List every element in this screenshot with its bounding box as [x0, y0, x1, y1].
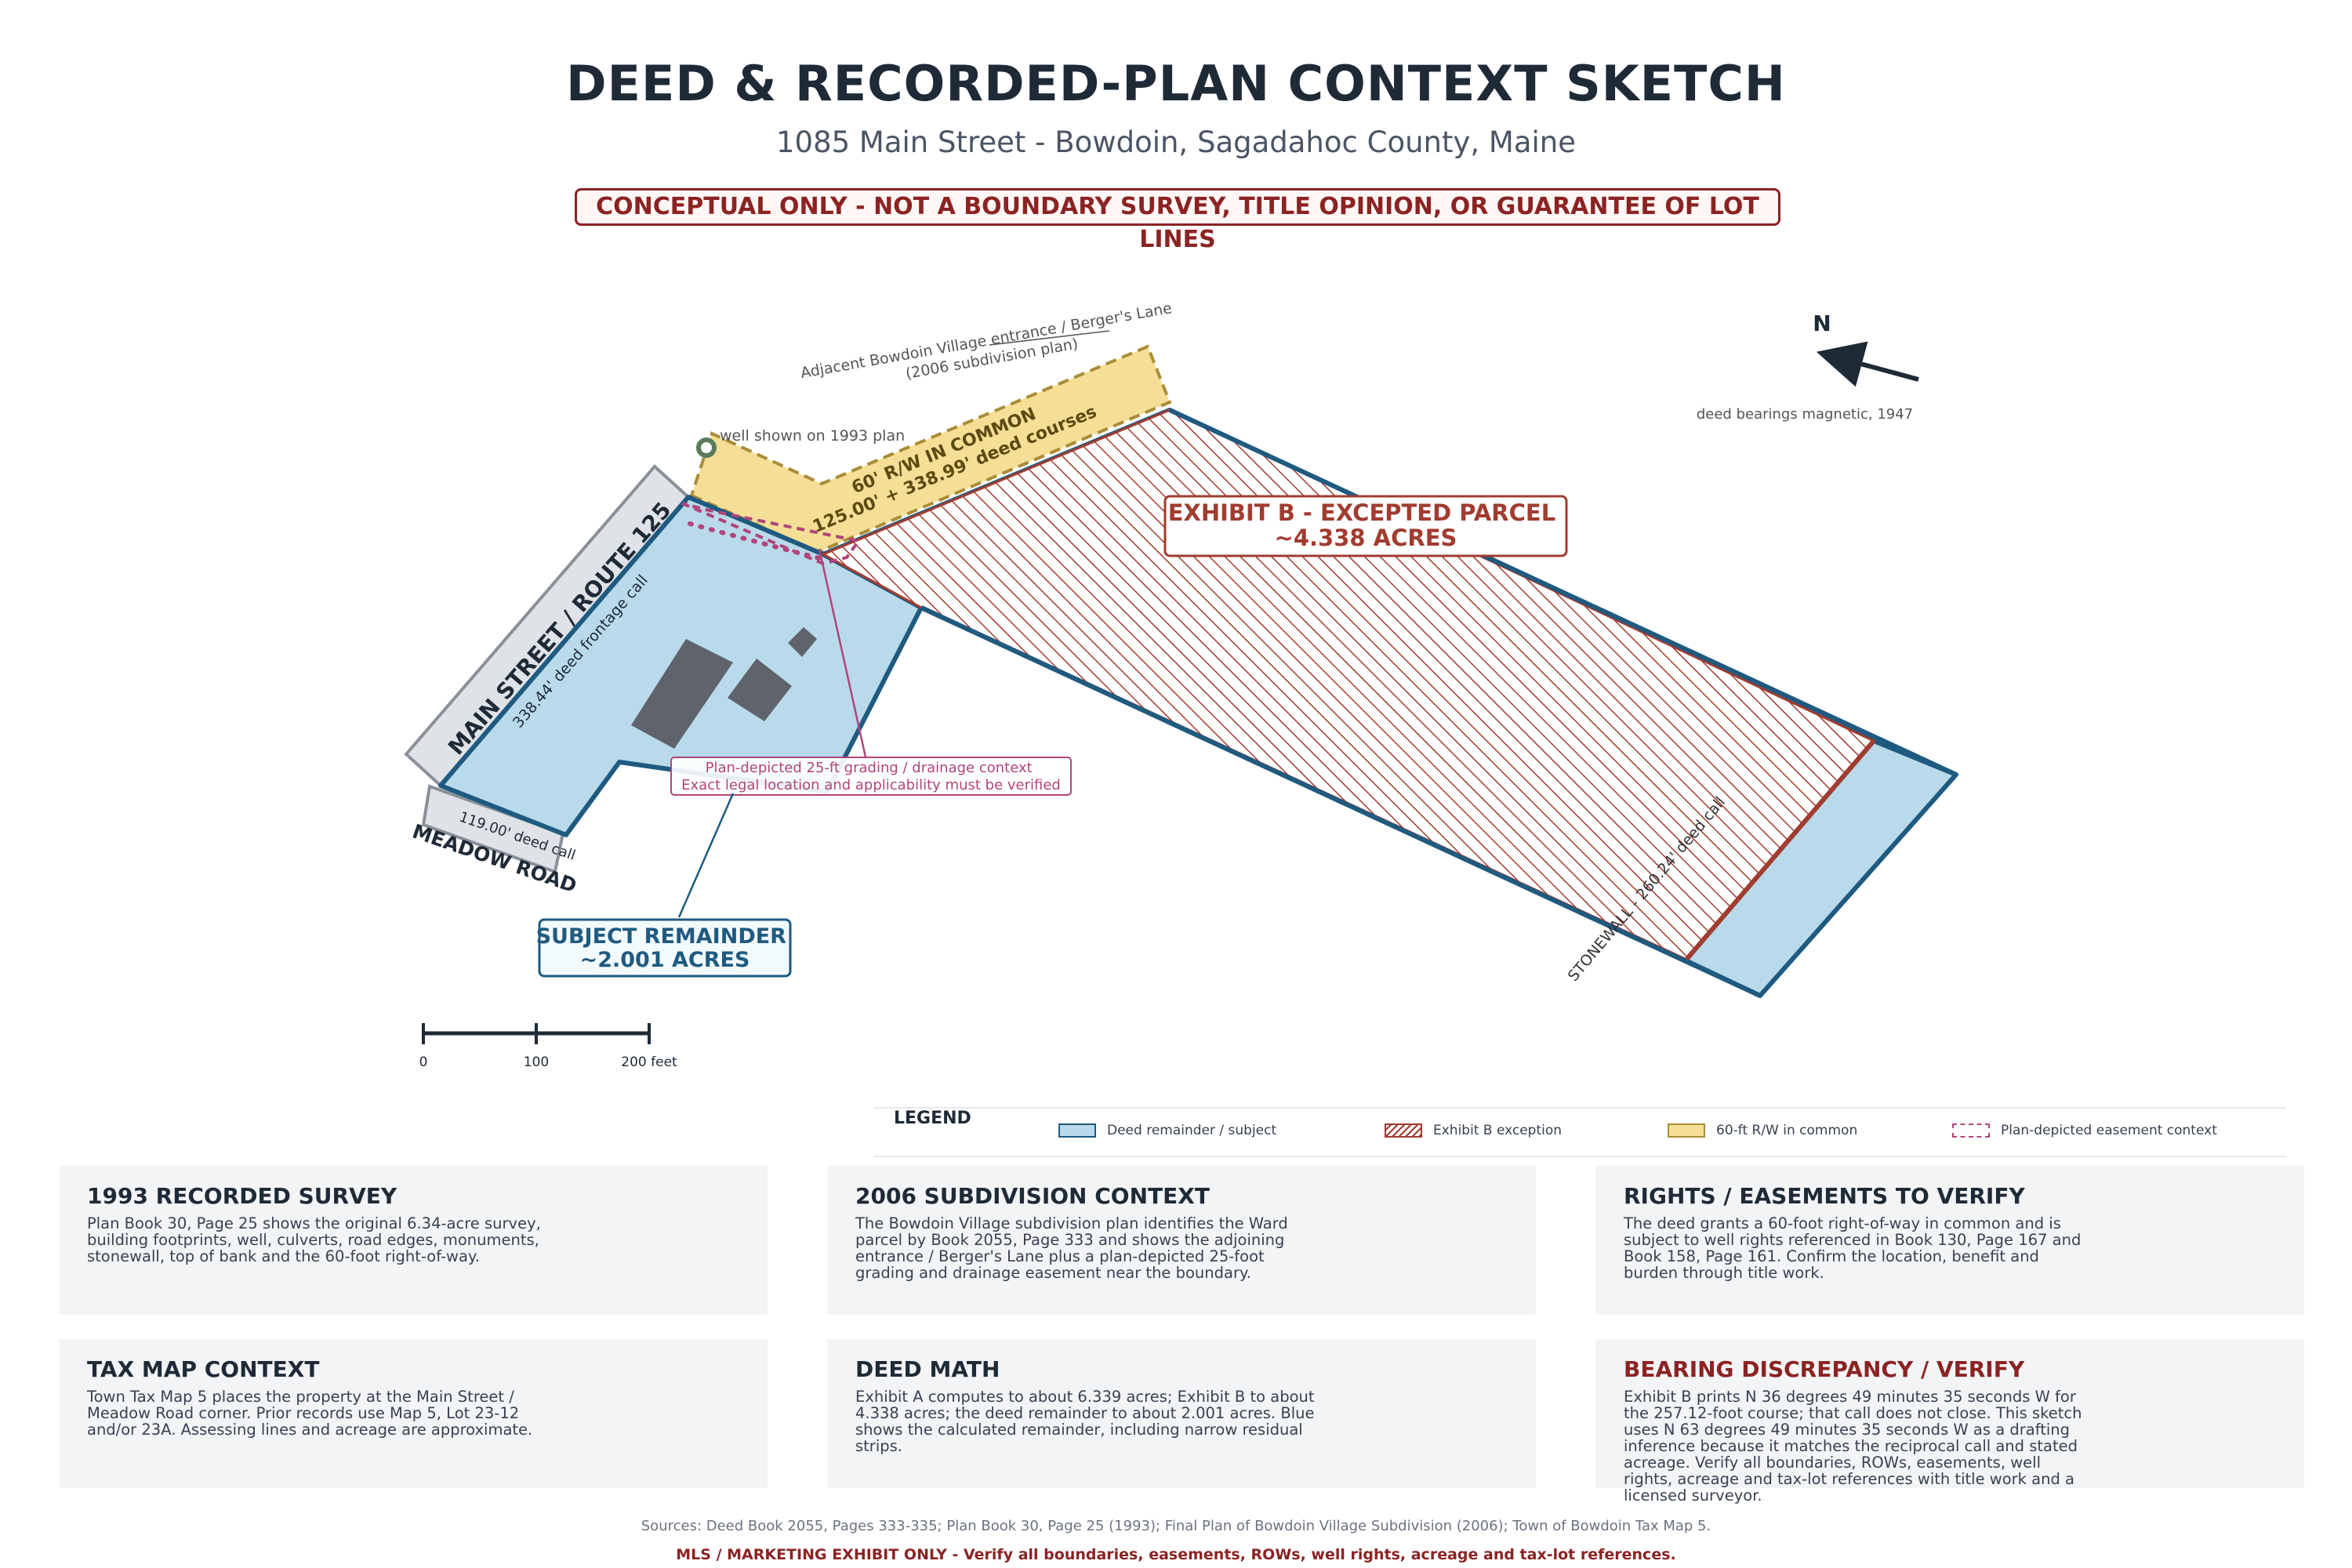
legend-label-row: 60-ft R/W in common: [1716, 1123, 1858, 1138]
adjacent-entrance-leader: [989, 330, 1110, 346]
page-title: DEED & RECORDED-PLAN CONTEXT SKETCH: [566, 55, 1786, 112]
boundary-north-line: [1168, 408, 1958, 777]
exception-east-line: [1683, 739, 1876, 962]
sources-line: Sources: Deed Book 2055, Pages 333-335; …: [641, 1518, 1711, 1534]
panel-title: 1993 RECORDED SURVEY: [87, 1183, 397, 1209]
well-icon: [696, 437, 717, 458]
legend-swatch-row: [1668, 1123, 1705, 1138]
panel-body: Plan Book 30, Page 25 shows the original…: [87, 1214, 541, 1265]
legend-item-easement: Plan-depicted easement context: [1952, 1121, 2217, 1140]
easement-dotted-line: [688, 521, 822, 561]
panel-body: The Bowdoin Village subdivision plan ide…: [855, 1214, 1288, 1282]
building-footprint: [788, 627, 817, 657]
legend-swatch-easement: [1952, 1123, 1990, 1138]
panel-deed-math: DEED MATH Exhibit A computes to about 6.…: [827, 1339, 1536, 1488]
north-arrow-icon: [1816, 341, 1919, 387]
legend-swatch-subject: [1058, 1123, 1096, 1138]
disclaimer-banner: CONCEPTUAL ONLY - NOT A BOUNDARY SURVEY,…: [575, 188, 1780, 253]
legend-label-subject: Deed remainder / subject: [1107, 1123, 1277, 1138]
boundary-south-line: [920, 605, 1762, 998]
panel-tax-map: TAX MAP CONTEXT Town Tax Map 5 places th…: [59, 1339, 768, 1488]
legend-label-easement: Plan-depicted easement context: [2001, 1123, 2217, 1138]
subject-label: SUBJECT REMAINDER ~2.001 ACRES: [536, 924, 794, 972]
panel-body: Exhibit A computes to about 6.339 acres;…: [855, 1388, 1315, 1455]
scale-label-200: 200 feet: [621, 1054, 677, 1070]
easement-label-line1: Plan-depicted 25-ft grading / drainage c…: [706, 760, 1033, 776]
panel-body: Town Tax Map 5 places the property at th…: [87, 1388, 533, 1439]
scale-label-100: 100: [524, 1054, 549, 1070]
legend-title: LEGEND: [894, 1109, 971, 1128]
legend-divider-top: [874, 1107, 2285, 1109]
subject-label-box: [538, 918, 792, 978]
subject-label-line1: SUBJECT REMAINDER: [536, 924, 787, 949]
exception-label: EXHIBIT B - EXCEPTED PARCEL ~4.338 ACRES: [1168, 499, 1564, 551]
panel-bearing-discrepancy: BEARING DISCREPANCY / VERIFY Exhibit B p…: [1595, 1339, 2304, 1504]
scale-label-0: 0: [419, 1054, 428, 1070]
exception-label-line2: ~4.338 ACRES: [1275, 524, 1457, 551]
easement-context-area: [681, 502, 862, 566]
panel-title: RIGHTS / EASEMENTS TO VERIFY: [1624, 1183, 2025, 1209]
exception-label-line1: EXHIBIT B - EXCEPTED PARCEL: [1168, 499, 1556, 526]
north-label: N: [1813, 310, 1831, 336]
exception-label-box: [1163, 495, 1568, 557]
legend-label-exception: Exhibit B exception: [1433, 1123, 1563, 1138]
bearing-note: deed bearings magnetic, 1947: [1697, 406, 1913, 423]
well-label: well shown on 1993 plan: [720, 427, 905, 445]
subject-label-line2: ~2.001 ACRES: [580, 948, 750, 972]
easement-label: Plan-depicted 25-ft grading / drainage c…: [681, 760, 1061, 793]
panel-title: BEARING DISCREPANCY / VERIFY: [1624, 1356, 2025, 1382]
panel-title: DEED MATH: [855, 1356, 1000, 1382]
panel-body: The deed grants a 60-foot right-of-way i…: [1624, 1214, 2082, 1282]
legend-divider-bottom: [874, 1156, 2285, 1157]
legend-item-row: 60-ft R/W in common: [1668, 1121, 1857, 1140]
page-subtitle: 1085 Main Street - Bowdoin, Sagadahoc Co…: [775, 125, 1577, 159]
legend-swatch-exception: [1385, 1123, 1422, 1138]
easement-leader: [818, 548, 868, 761]
building-footprint: [631, 639, 733, 749]
panel-rights-easements: RIGHTS / EASEMENTS TO VERIFY The deed gr…: [1595, 1166, 2304, 1315]
panel-title: 2006 SUBDIVISION CONTEXT: [855, 1183, 1210, 1209]
site-sketch: well shown on 1993 plan Adjacent Bowdoin…: [404, 299, 1958, 1070]
easement-label-box: [670, 757, 1072, 796]
footer-disclaimer: MLS / MARKETING EXHIBIT ONLY - Verify al…: [676, 1546, 1676, 1563]
easement-label-line2: Exact legal location and applicability m…: [681, 777, 1061, 793]
subject-label-leader: [677, 793, 735, 918]
panel-1993-survey: 1993 RECORDED SURVEY Plan Book 30, Page …: [59, 1166, 768, 1315]
panel-title: TAX MAP CONTEXT: [87, 1356, 320, 1382]
legend-item-subject: Deed remainder / subject: [1058, 1121, 1276, 1140]
panel-2006-subdivision: 2006 SUBDIVISION CONTEXT The Bowdoin Vil…: [827, 1166, 1536, 1315]
building-footprint: [728, 659, 792, 721]
panel-body: Exhibit B prints N 36 degrees 49 minutes…: [1624, 1388, 2082, 1504]
legend-item-exception: Exhibit B exception: [1385, 1121, 1562, 1140]
